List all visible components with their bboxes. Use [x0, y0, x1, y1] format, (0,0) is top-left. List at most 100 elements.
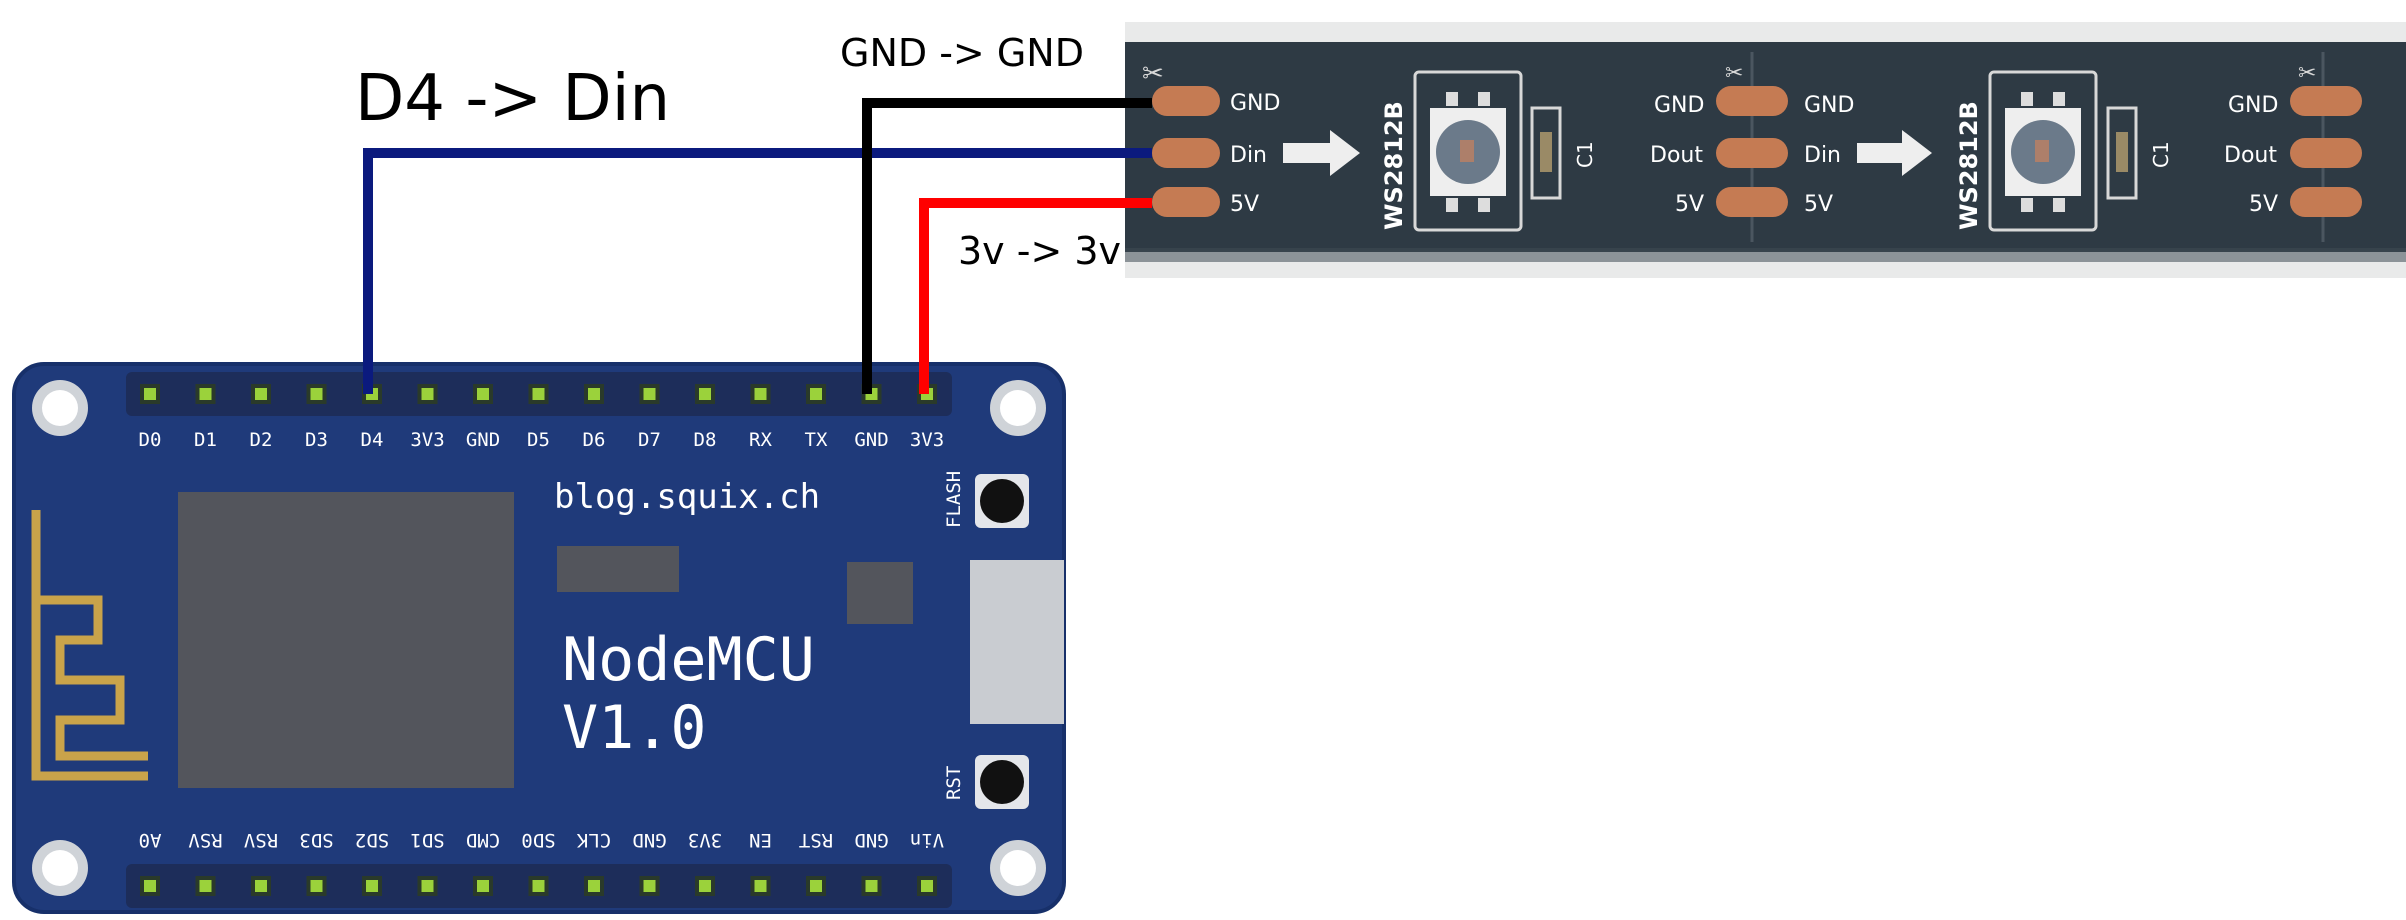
header-pin-pad: [754, 388, 767, 400]
strip-right-pads: ✂ GND Dout 5V: [2224, 61, 2362, 217]
wires: [363, 98, 1152, 394]
header-pin-pad: [810, 880, 822, 892]
pad-label-gnd: GND: [1230, 91, 1280, 116]
bottom-pin-label: GND: [632, 829, 666, 851]
board-site: blog.squix.ch: [554, 477, 820, 517]
top-pin-label: D3: [305, 429, 328, 451]
antenna-trace: [31, 510, 148, 781]
pad-din: [1152, 138, 1220, 168]
bottom-pin-label: A0: [139, 829, 162, 851]
arrow-right-icon: [1857, 130, 1932, 176]
top-pin-label: D1: [194, 429, 217, 451]
header-pin-pad: [754, 880, 767, 892]
bottom-pin-label: SD1: [410, 829, 444, 851]
header-pin-pad: [588, 388, 600, 400]
led-strip: ✂ GND Din 5V WS2812B C1: [1125, 22, 2406, 278]
label-3v-3v: 3v -> 3v: [958, 229, 1121, 273]
arrow-right-icon: [1283, 130, 1360, 176]
header-pin-pad: [144, 880, 156, 892]
chip-square: [847, 562, 913, 624]
bottom-pin-label: SD3: [299, 829, 333, 851]
chip-label: WS2812B: [1955, 101, 1983, 230]
scissors-icon: ✂: [1725, 61, 1743, 86]
header-pin-pad: [865, 880, 878, 892]
scissors-icon: ✂: [2298, 61, 2316, 86]
rst-button: [975, 755, 1029, 809]
top-pin-label: RX: [749, 429, 772, 451]
flash-label: FLASH: [943, 471, 965, 528]
header-pin-pad: [643, 880, 656, 892]
pad-label-5v-out-3: 5V: [2249, 192, 2278, 217]
flash-button: [975, 474, 1029, 528]
capacitor: [1540, 132, 1552, 172]
pad-5v: [1152, 187, 1220, 217]
pad-label-gnd-out: GND: [1654, 93, 1704, 118]
top-pin-label: TX: [805, 429, 828, 451]
top-pin-label: D4: [361, 429, 384, 451]
header-pin-pad: [199, 880, 212, 892]
label-gnd-gnd: GND -> GND: [840, 31, 1084, 75]
bottom-pin-row: [140, 876, 937, 896]
bottom-pin-label: 3V3: [688, 829, 722, 851]
wire-gnd-gnd: [862, 98, 1152, 394]
bottom-pin-label: SD2: [355, 829, 389, 851]
bottom-pin-label: CLK: [576, 829, 611, 851]
pad-label-gnd-out-3: GND: [2228, 93, 2278, 118]
header-pin-pad: [532, 388, 545, 400]
pad-label-gnd-2: GND: [1804, 93, 1854, 118]
pad-gnd: [1152, 86, 1220, 116]
led-die: [1460, 140, 1474, 162]
pad-label-5v-out: 5V: [1675, 192, 1704, 217]
led-1: WS2812B C1: [1380, 70, 1597, 232]
bottom-pin-label: EN: [749, 829, 772, 851]
chip-label: WS2812B: [1380, 101, 1408, 230]
header-pin-pad: [921, 880, 933, 892]
cap-label: C1: [2149, 141, 2173, 168]
header-pin-pad: [588, 880, 600, 892]
top-pin-label: D8: [694, 429, 717, 451]
header-pin-pad: [477, 880, 489, 892]
top-pin-label: 3V3: [410, 429, 444, 451]
rst-label: RST: [943, 766, 965, 800]
header-pin-pad: [421, 880, 434, 892]
strip-middle-pads: ✂ GND Dout 5V GND Din 5V: [1650, 61, 1854, 217]
header-pin-pad: [532, 880, 545, 892]
header-pin-pad: [643, 388, 656, 400]
strip-input-pads: ✂ GND Din 5V: [1142, 59, 1280, 217]
header-pin-pad: [310, 388, 323, 400]
pad-label-5v: 5V: [1230, 192, 1259, 217]
top-pin-row: [140, 384, 937, 404]
header-pin-pad: [699, 880, 711, 892]
wire-d4-din: [363, 148, 1152, 394]
bottom-pin-label: Vin: [910, 829, 944, 851]
header-pin-pad: [255, 388, 267, 400]
top-pin-label: D0: [139, 429, 162, 451]
led-2: WS2812B C1: [1955, 70, 2173, 232]
pad-label-5v-2: 5V: [1804, 192, 1833, 217]
header-pin-pad: [477, 388, 489, 400]
board-version: V1.0: [562, 693, 707, 763]
cap-outline: [1530, 106, 1562, 200]
bottom-pin-label: SD0: [521, 829, 555, 851]
top-pin-label: D2: [250, 429, 273, 451]
header-pin-pad: [255, 880, 267, 892]
chip-small: [557, 546, 679, 592]
cap-label: C1: [1573, 141, 1597, 168]
bottom-pin-label: CMD: [466, 829, 500, 851]
usb-port: [970, 560, 1064, 724]
pad-label-din-2: Din: [1804, 143, 1841, 168]
board-name: NodeMCU: [562, 625, 815, 695]
top-pin-label: GND: [854, 429, 888, 451]
top-pin-label: D5: [527, 429, 550, 451]
top-pin-label: 3V3: [910, 429, 944, 451]
header-pin-pad: [310, 880, 323, 892]
strip-edge: [1125, 248, 2406, 262]
esp-module: [178, 492, 514, 788]
led-outline: [1413, 70, 1523, 232]
bottom-pin-label: RST: [799, 829, 833, 851]
mounting-holes: [32, 380, 1046, 896]
